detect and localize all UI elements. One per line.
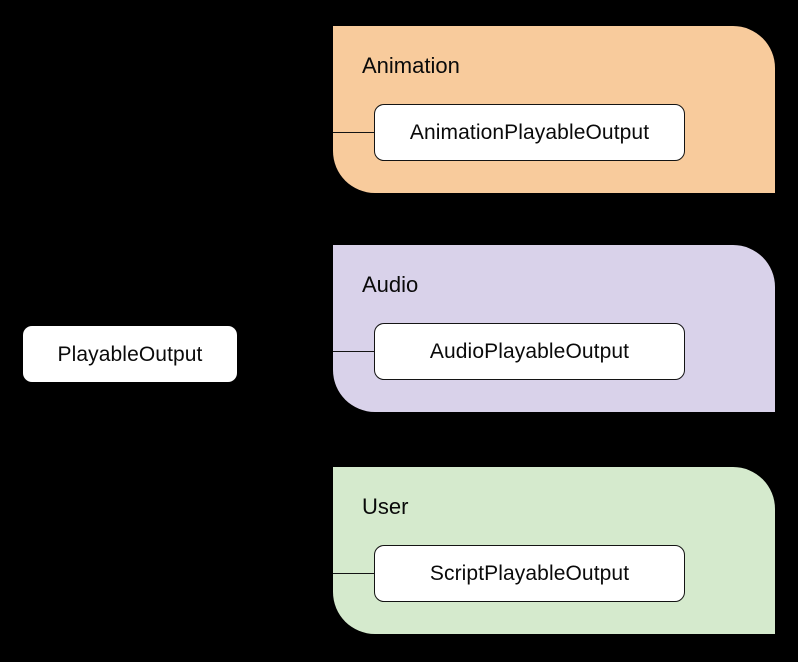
node-label: AudioPlayableOutput <box>429 340 630 363</box>
group-audio[interactable]: Audio AudioPlayableOutput <box>333 245 775 412</box>
node-script-playable-output[interactable]: ScriptPlayableOutput <box>374 545 685 602</box>
node-label: PlayableOutput <box>57 342 203 366</box>
connector-line-audio <box>333 351 374 352</box>
group-title-animation: Animation <box>362 53 460 78</box>
connector-line-animation <box>333 132 374 133</box>
node-animation-playable-output[interactable]: AnimationPlayableOutput <box>374 104 685 161</box>
group-title-user: User <box>362 494 409 519</box>
connector-line-user <box>333 573 374 574</box>
group-user[interactable]: User ScriptPlayableOutput <box>333 467 775 634</box>
node-label: AnimationPlayableOutput <box>409 121 650 144</box>
group-animation[interactable]: Animation AnimationPlayableOutput <box>333 26 775 193</box>
node-playable-output[interactable]: PlayableOutput <box>23 326 237 382</box>
node-label: ScriptPlayableOutput <box>429 562 630 585</box>
node-audio-playable-output[interactable]: AudioPlayableOutput <box>374 323 685 380</box>
group-title-audio: Audio <box>362 272 419 297</box>
